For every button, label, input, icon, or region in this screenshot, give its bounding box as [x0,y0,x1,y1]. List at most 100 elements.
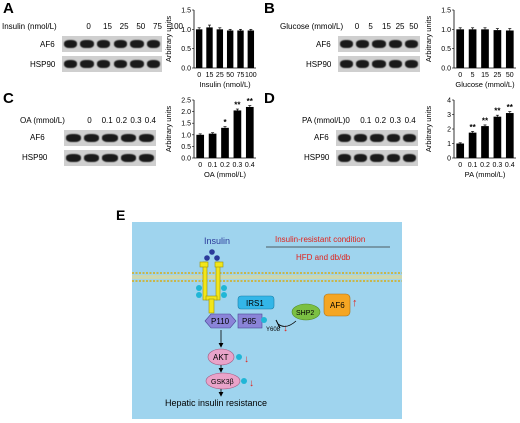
blot-row-label: HSP90 [30,60,56,69]
y-axis-label: Arbitrary units [424,16,433,63]
blot-band [63,40,78,48]
x-axis-label: OA (mmol/L) [204,170,247,179]
x-tick-label: 50 [506,72,514,79]
dose-label: 0.1 [360,116,372,125]
blot-band [130,60,144,68]
dose-label: 100 [169,22,184,31]
bar [481,126,489,158]
insulin-molecule-icon [204,249,220,261]
western-blot-af6 [336,130,418,146]
y-tick-label: 2.5 [181,98,191,105]
x-tick-label: 15 [206,72,214,79]
dose-label: 0.3 [130,116,142,125]
blot-band [139,154,155,162]
x-axis-label: PA (mmol/L) [465,170,506,179]
significance-label: ** [469,123,476,132]
significance-label: ** [247,97,254,106]
treatment-label-b: Glucose (mmol/L) [280,22,344,31]
x-tick-label: 100 [245,72,257,79]
western-blot-af6 [62,36,162,52]
bar [456,29,465,68]
western-blot-hsp90 [336,150,418,166]
y-tick-label: 0.5 [181,46,191,53]
dose-label: 0.2 [375,116,387,125]
significance-label: ** [494,107,501,116]
inhibition-arrow [277,320,297,327]
dose-label: 0 [354,22,360,31]
y-tick-label: 2 [447,127,451,134]
blot-band [102,134,118,142]
x-tick-label: 50 [226,72,234,79]
shp2-label: SHP2 [296,310,314,317]
bar [237,30,244,69]
blot-band [388,60,403,68]
dose-label: 15 [382,22,391,31]
outcome-label: Hepatic insulin resistance [165,398,267,408]
y-axis-label: Arbitrary units [164,106,173,153]
cell-membrane [132,272,402,282]
y-tick-label: 4 [447,98,451,105]
af6-label: AF6 [330,301,345,310]
bar [468,29,477,68]
condition-subtitle: HFD and db/db [296,253,351,262]
x-tick-label: 0.4 [505,162,515,169]
dose-label: 50 [136,22,146,31]
blot-band [370,134,384,142]
af6-box [323,293,351,317]
western-blot-hsp90 [338,56,420,72]
condition-title: Insulin-resistant condition [275,235,365,244]
y-tick-label: 0.5 [181,144,191,151]
blot-band [80,60,94,68]
dose-label: 0.2 [116,116,128,125]
blot-band [113,60,128,68]
x-tick-label: 0.2 [480,162,490,169]
blot-band [339,60,353,68]
bar [493,116,502,158]
blot-band [96,40,111,48]
phospho-icon [261,317,267,323]
treatment-label-d: PA (mmol/L) [302,116,346,125]
y-tick-label: 3 [447,112,451,119]
western-blot-af6 [64,130,156,146]
x-tick-label: 0 [197,72,201,79]
down-arrow-icon: ↓ [283,323,288,334]
blot-band [388,40,403,48]
x-tick-label: 0 [458,72,462,79]
dose-label: 75 [153,22,162,31]
x-tick-label: 0.4 [245,162,255,169]
bar [468,132,477,158]
dose-label: 0 [86,22,91,31]
significance-label: ** [234,101,241,110]
x-tick-label: 0.2 [220,162,230,169]
blot-row-label: HSP90 [22,153,48,162]
blot-band [405,40,419,48]
dose-label: 0.3 [389,116,401,125]
insulin-label: Insulin [204,236,230,246]
blot-band [83,154,100,162]
dose-label: 15 [103,22,112,31]
x-tick-label: 75 [237,72,245,79]
blot-band [83,134,100,142]
y-tick-label: 0.0 [441,66,451,73]
dose-label: 0.4 [404,116,416,125]
panel-label-c: C [3,90,14,107]
panel-label-e: E [116,207,126,223]
y-tick-label: 1.5 [441,8,451,15]
p110-label: P110 [211,317,230,326]
insulin-receptor [199,261,224,314]
blot-band [403,134,417,142]
x-tick-label: 0.3 [233,162,243,169]
x-tick-label: 0.1 [208,162,218,169]
y-tick-label: 0.0 [181,66,191,73]
bar [208,133,217,158]
blot-band [65,154,81,162]
y-tick-label: 1.0 [181,27,191,34]
